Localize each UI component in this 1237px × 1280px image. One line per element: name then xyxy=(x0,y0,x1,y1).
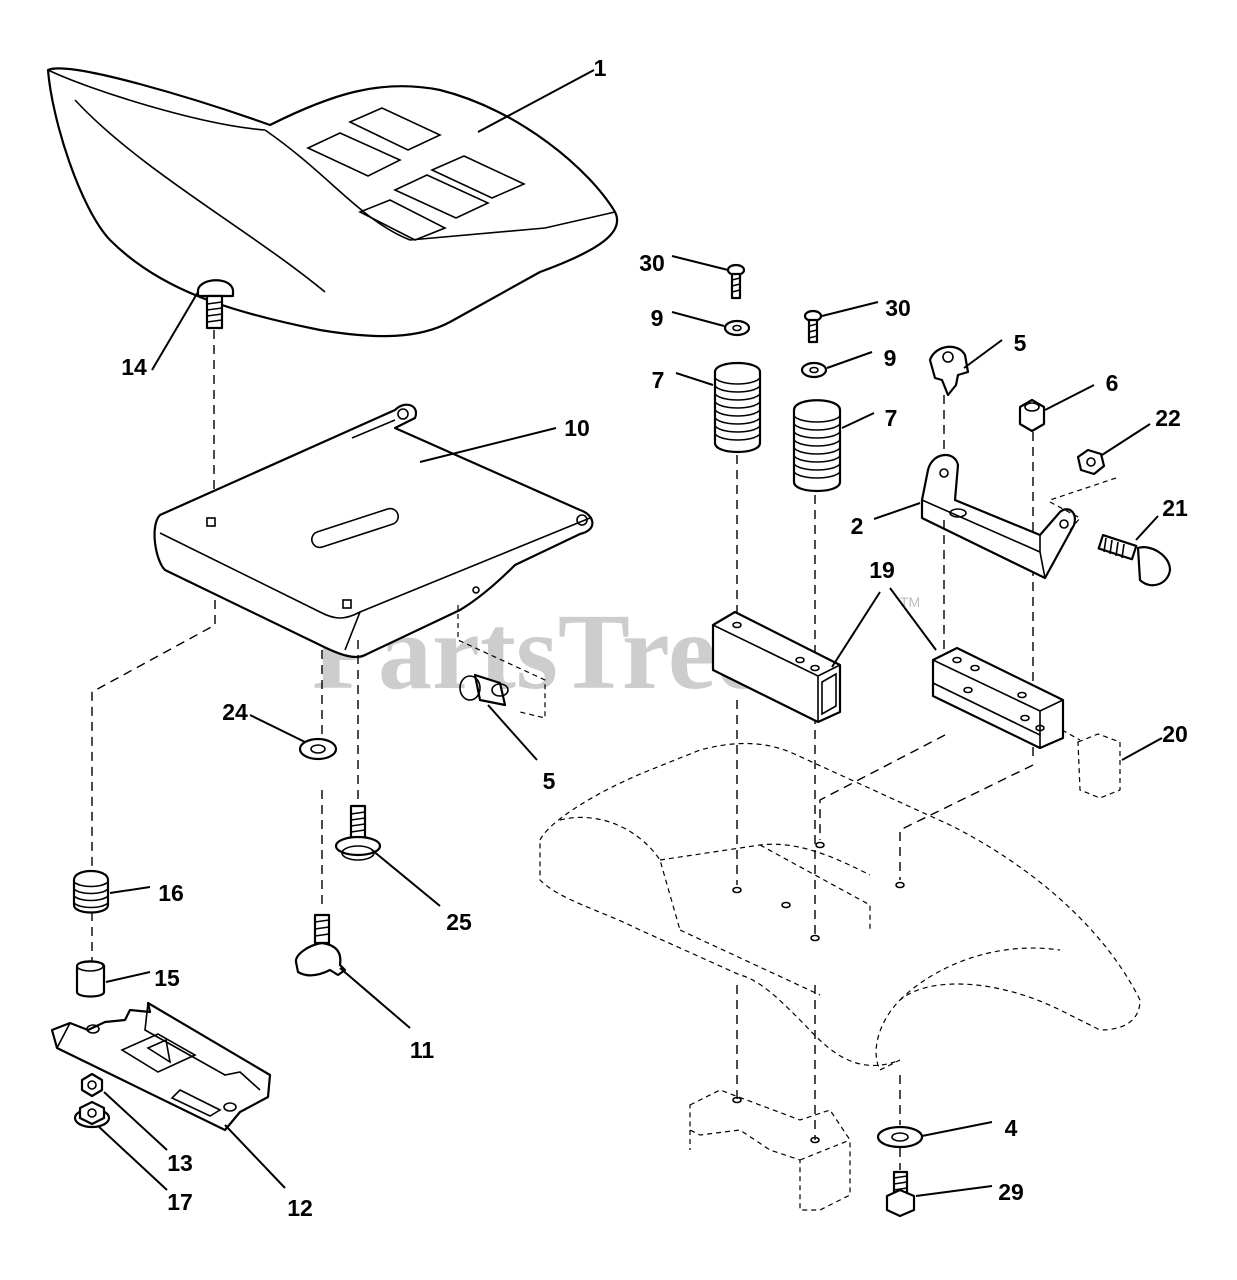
shoulder-screw-part xyxy=(334,804,382,861)
callout-19: 19 xyxy=(869,557,895,583)
callout-15: 15 xyxy=(154,965,180,991)
seat-part xyxy=(46,67,619,338)
callout-14: 14 xyxy=(121,354,147,380)
callout-6: 6 xyxy=(1106,370,1119,396)
shoulder-bolt-part xyxy=(1097,533,1172,587)
flat-washer-part xyxy=(298,737,338,761)
channel-left-part xyxy=(711,610,842,724)
callout-4: 4 xyxy=(1005,1115,1018,1141)
callout-9: 9 xyxy=(884,345,897,371)
hex-bolt-part xyxy=(885,1170,916,1218)
seat-pan-part xyxy=(153,403,594,659)
latch-clip-left-part xyxy=(459,673,509,707)
frame-mount-holes xyxy=(732,841,905,1144)
flange-nut-part xyxy=(73,1100,111,1129)
callout-5: 5 xyxy=(1014,330,1027,356)
screw-left-part xyxy=(726,263,746,300)
callout-10: 10 xyxy=(564,415,590,441)
callout-24: 24 xyxy=(222,699,248,725)
callout-22: 22 xyxy=(1155,405,1181,431)
callout-16: 16 xyxy=(158,880,184,906)
seat-bracket-part xyxy=(920,454,1076,580)
callout-7: 7 xyxy=(885,405,898,431)
coil-spring-left-part xyxy=(713,362,762,453)
watermark-trademark: TM xyxy=(900,594,920,610)
latch-clip-right-part xyxy=(928,345,970,397)
callout-5: 5 xyxy=(543,768,556,794)
hex-nut-part xyxy=(80,1072,104,1098)
compression-spring-part xyxy=(72,869,110,914)
seat-knob-part xyxy=(294,913,347,977)
callout-21: 21 xyxy=(1162,495,1188,521)
channel-right-part xyxy=(931,646,1065,750)
callout-17: 17 xyxy=(167,1189,193,1215)
coil-spring-right-part xyxy=(792,399,842,492)
callout-20: 20 xyxy=(1162,721,1188,747)
callout-11: 11 xyxy=(410,1037,435,1063)
screw-right-part xyxy=(803,309,823,344)
callout-1: 1 xyxy=(594,55,607,81)
callout-13: 13 xyxy=(167,1150,193,1176)
lock-nut-part xyxy=(1018,398,1046,433)
spacer-bushing-part xyxy=(75,960,106,998)
callout-30: 30 xyxy=(885,295,911,321)
callout-25: 25 xyxy=(446,909,472,935)
tractor-frame-outline xyxy=(539,742,1141,1211)
washer-left-part xyxy=(723,319,751,337)
callout-29: 29 xyxy=(998,1179,1024,1205)
seat-rib-pads xyxy=(306,107,526,241)
callout-9: 9 xyxy=(651,305,664,331)
washer-right-part xyxy=(800,361,828,379)
carriage-bolt-part xyxy=(196,279,235,330)
ghost-clip-part xyxy=(1077,733,1121,799)
callout-7: 7 xyxy=(652,367,665,393)
callout-30: 30 xyxy=(639,250,665,276)
hex-nut-small-part xyxy=(1076,448,1106,476)
callout-12: 12 xyxy=(287,1195,313,1221)
washer-bottom-part xyxy=(876,1125,924,1149)
callout-2: 2 xyxy=(851,513,864,539)
